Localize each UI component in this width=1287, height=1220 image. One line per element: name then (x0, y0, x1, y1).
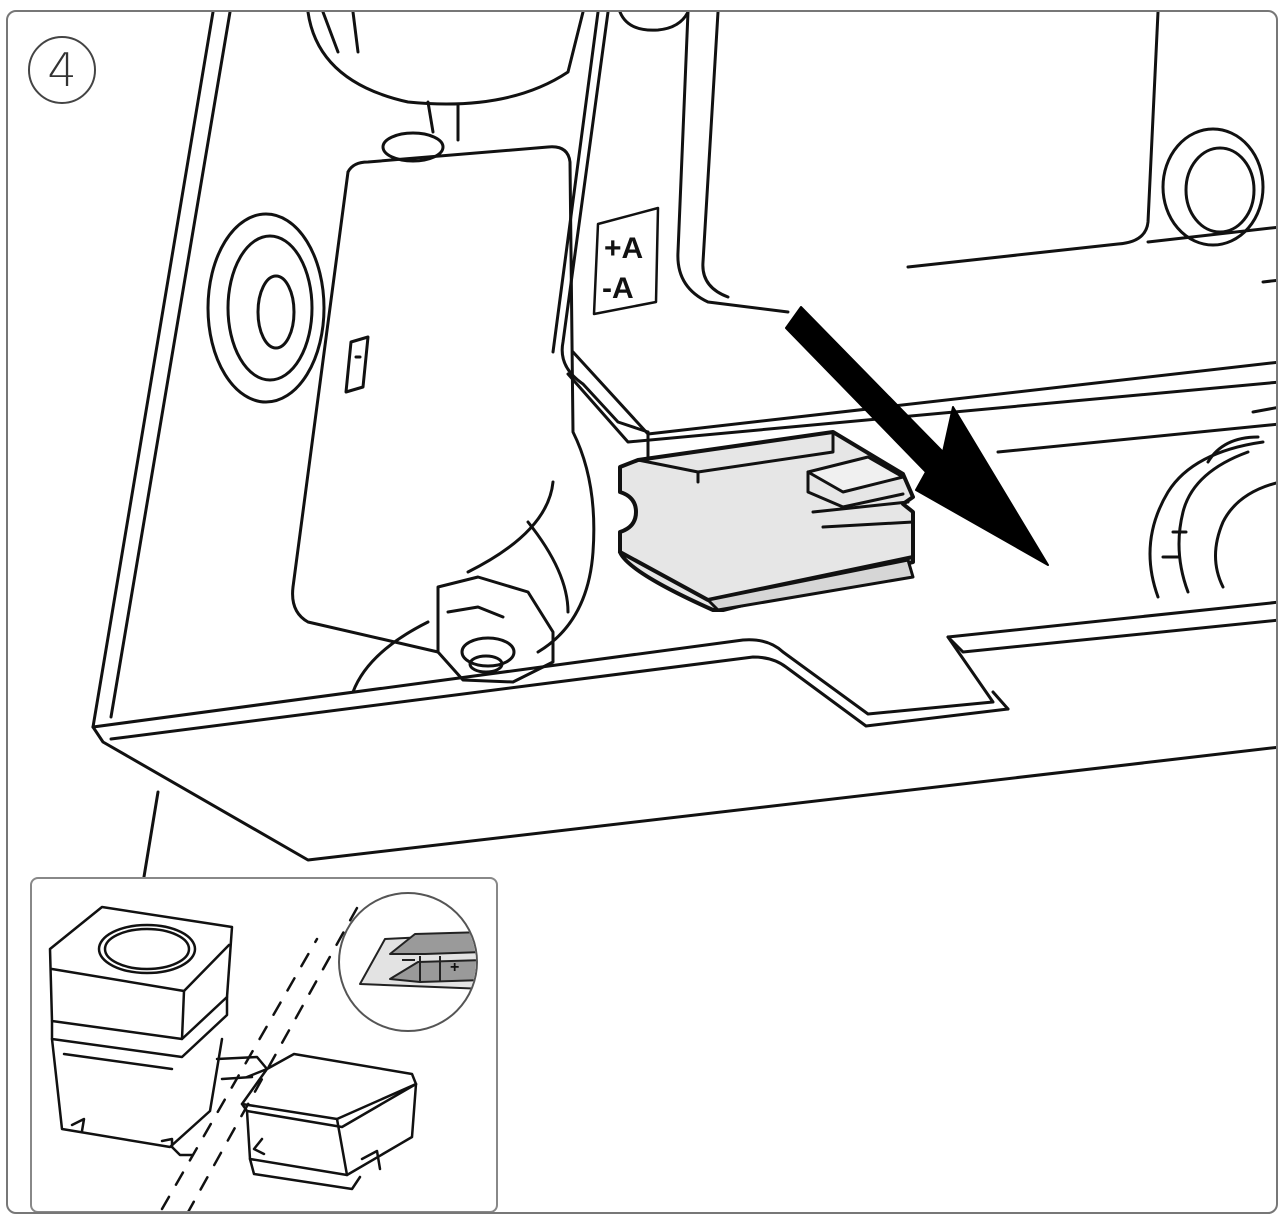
alignment-lines (160, 897, 364, 1211)
wall-grommet (206, 212, 326, 404)
polarity-negative-label: -A (602, 272, 634, 305)
installation-illustration: +A -A (87, 12, 1276, 1212)
bottom-tray (91, 600, 1276, 862)
coil-block (48, 905, 234, 1157)
inset-illustration (48, 897, 418, 1211)
step-number-badge: 4 (28, 36, 96, 104)
fitting-nut (351, 575, 555, 694)
cable-loops (1148, 435, 1276, 599)
connector-strip (215, 1055, 269, 1081)
step-number: 4 (47, 43, 77, 97)
polarity-marking: +A -A (592, 206, 660, 316)
zoom-illustration: + (359, 931, 476, 990)
zoom-detail-circle: + (338, 892, 478, 1032)
electronics-housing (551, 12, 1276, 462)
valve-body (291, 145, 596, 654)
zoom-plus-mark: + (450, 959, 459, 976)
cartridge-module (618, 430, 915, 612)
top-cap (306, 12, 690, 163)
polarity-positive-label: +A (604, 232, 643, 265)
illustration-frame: +A -A (6, 10, 1278, 1214)
inset-cartridge (240, 1052, 418, 1191)
removal-arrow (785, 306, 1049, 566)
